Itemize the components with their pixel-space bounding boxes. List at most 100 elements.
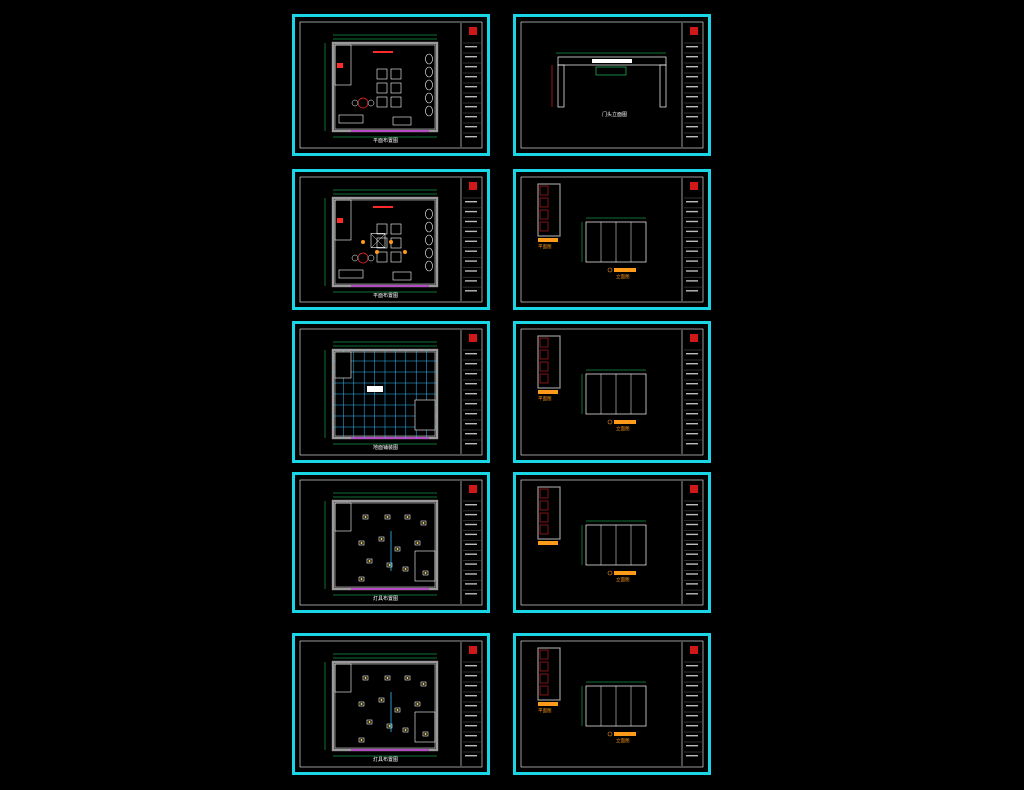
light-fixture bbox=[404, 675, 411, 681]
storage-label bbox=[337, 218, 343, 223]
drawing-sheet-5[interactable]: 地面铺装图 bbox=[292, 321, 490, 463]
title-block-text bbox=[686, 46, 698, 48]
title-block-text bbox=[465, 413, 477, 415]
display-rack bbox=[425, 247, 433, 259]
section-fixture bbox=[539, 349, 549, 360]
title-block-text bbox=[686, 573, 698, 575]
display-table bbox=[376, 251, 388, 263]
title-block-text bbox=[686, 290, 698, 292]
tag-elevation bbox=[614, 420, 636, 424]
logo-mark bbox=[469, 182, 477, 190]
drawing-sheet-4[interactable]: 平面图立面图 bbox=[513, 169, 711, 310]
light-fixture bbox=[420, 520, 427, 526]
drawing-sheet-3[interactable]: 平面布置图 bbox=[292, 169, 490, 310]
title-block-text bbox=[686, 675, 698, 677]
title-block-text bbox=[465, 363, 477, 365]
title-block-text bbox=[465, 66, 477, 68]
tag-plan-label: 平面图 bbox=[538, 708, 552, 714]
section-fixture bbox=[539, 500, 549, 511]
light-fixture bbox=[384, 675, 391, 681]
tag-plan-label: 平面图 bbox=[538, 396, 552, 402]
drawing-sheet-1[interactable]: 平面布置图 bbox=[292, 14, 490, 156]
light-bulb bbox=[386, 677, 389, 679]
sheet-caption: 平面布置图 bbox=[373, 138, 399, 144]
title-block-text bbox=[465, 553, 477, 555]
tag-plan bbox=[538, 541, 558, 545]
title-block-text bbox=[686, 593, 698, 595]
display-table bbox=[390, 82, 402, 94]
title-block-text bbox=[686, 543, 698, 545]
title-block-text bbox=[686, 725, 698, 727]
section-fixture bbox=[539, 361, 549, 372]
logo-mark bbox=[690, 485, 698, 493]
title-block-text bbox=[465, 705, 477, 707]
title-block-text bbox=[465, 563, 477, 565]
title-block-text bbox=[465, 250, 477, 252]
display-table bbox=[376, 237, 388, 249]
title-block-text bbox=[465, 260, 477, 262]
light-fixture bbox=[414, 701, 421, 707]
sign-text bbox=[592, 59, 632, 63]
light-bulb bbox=[364, 677, 367, 679]
storage-room bbox=[334, 44, 352, 86]
title-block-text bbox=[465, 665, 477, 667]
display-rack bbox=[425, 221, 433, 233]
wall-outline bbox=[331, 499, 439, 591]
section-fixture bbox=[539, 337, 549, 348]
fitting-room bbox=[414, 550, 436, 582]
storage-room bbox=[334, 351, 352, 379]
light-fixture bbox=[422, 570, 429, 576]
orange-marker bbox=[361, 240, 365, 244]
section-fixture bbox=[539, 685, 549, 696]
logo-mark bbox=[690, 646, 698, 654]
logo-mark bbox=[469, 485, 477, 493]
title-block-text bbox=[465, 136, 477, 138]
light-bulb bbox=[360, 739, 363, 741]
title-block-text bbox=[686, 504, 698, 506]
inner-border bbox=[520, 176, 704, 303]
drawing-sheet-2[interactable]: 门头立面图 bbox=[513, 14, 711, 156]
tag-elevation bbox=[614, 732, 636, 736]
light-fixture bbox=[366, 719, 373, 725]
light-bulb bbox=[424, 733, 427, 735]
title-block-text bbox=[686, 363, 698, 365]
wall-inner bbox=[334, 663, 436, 749]
display-rack bbox=[425, 234, 433, 246]
chair bbox=[367, 254, 375, 262]
title-block-text bbox=[686, 685, 698, 687]
light-fixture bbox=[394, 707, 401, 713]
sheet-caption: 平面布置图 bbox=[373, 293, 399, 299]
drawing-sheet-6[interactable]: 平面图立面图 bbox=[513, 321, 711, 463]
title-block-text bbox=[465, 543, 477, 545]
drawing-sheet-9[interactable]: 灯具布置图 bbox=[292, 633, 490, 775]
feature-cross bbox=[370, 233, 386, 249]
title-block-text bbox=[686, 553, 698, 555]
title-block-text bbox=[686, 201, 698, 203]
cashier-counter bbox=[338, 114, 364, 124]
title-block-text bbox=[686, 583, 698, 585]
light-fixture bbox=[414, 540, 421, 546]
title-block-text bbox=[465, 46, 477, 48]
section-fixture bbox=[539, 185, 549, 196]
title-block-text bbox=[686, 715, 698, 717]
section-fixture bbox=[539, 512, 549, 523]
section-fixture bbox=[539, 221, 549, 232]
title-block-text bbox=[465, 735, 477, 737]
drawing-sheet-7[interactable]: 灯具布置图 bbox=[292, 472, 490, 613]
title-block-text bbox=[465, 403, 477, 405]
title-block-text bbox=[686, 66, 698, 68]
drawing-sheet-8[interactable]: 立面图 bbox=[513, 472, 711, 613]
title-block-text bbox=[465, 593, 477, 595]
section-symbol bbox=[607, 419, 613, 425]
drawing-sheet-10[interactable]: 平面图立面图 bbox=[513, 633, 711, 775]
light-fixture bbox=[394, 546, 401, 552]
title-block-text bbox=[686, 665, 698, 667]
signboard bbox=[557, 56, 667, 66]
light-fixture bbox=[402, 566, 409, 572]
inner-border bbox=[520, 21, 704, 149]
feature-block bbox=[370, 233, 386, 248]
inner-border bbox=[520, 640, 704, 768]
section-fixture bbox=[539, 373, 549, 384]
